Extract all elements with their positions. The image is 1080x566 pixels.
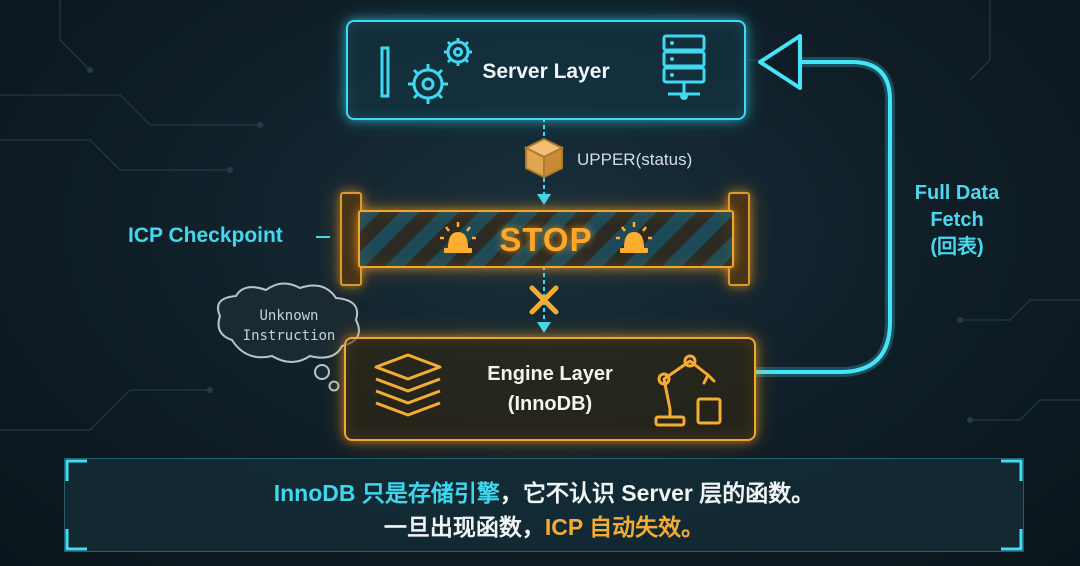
- engine-label-line-1: Engine Layer: [446, 359, 654, 389]
- robot-arm-icon: [650, 343, 730, 433]
- stop-barrier: STOP: [358, 210, 734, 268]
- fetch-label-line-2: Fetch: [904, 207, 1010, 234]
- caption-panel: InnoDB 只是存储引擎，它不认识 Server 层的函数。 一旦出现函数，I…: [64, 458, 1024, 552]
- caption-line-1: InnoDB 只是存储引擎，它不认识 Server 层的函数。: [65, 476, 1023, 510]
- package-icon: [522, 136, 566, 180]
- caption-line-2: 一旦出现函数，ICP 自动失效。: [65, 510, 1023, 544]
- fetch-label-line-1: Full Data: [904, 180, 1010, 207]
- icp-checkpoint-label: ICP Checkpoint: [128, 224, 283, 248]
- alarm-light-icon: [614, 218, 654, 258]
- engine-layer-box: Engine Layer (InnoDB): [344, 337, 756, 441]
- server-rack-icon: [656, 30, 716, 110]
- caption-highlight-cyan: InnoDB 只是存储引擎: [274, 480, 500, 506]
- caption-plain-1: ，它不认识 Server 层的函数。: [500, 480, 814, 506]
- engine-label-line-2: (InnoDB): [446, 389, 654, 419]
- caption-text: InnoDB 只是存储引擎，它不认识 Server 层的函数。 一旦出现函数，I…: [65, 476, 1023, 544]
- full-data-fetch-label: Full Data Fetch (回表): [904, 180, 1010, 261]
- thought-line-2: Instruction: [219, 326, 359, 346]
- engine-layer-label: Engine Layer (InnoDB): [446, 359, 654, 419]
- layers-stack-icon: [368, 345, 448, 435]
- caption-plain-2: 一旦出现函数，: [384, 514, 545, 540]
- thought-cloud-text: Unknown Instruction: [219, 306, 359, 346]
- pushdown-function-label: UPPER(status): [577, 150, 692, 170]
- caption-highlight-orange: ICP 自动失效。: [545, 514, 704, 540]
- server-layer-box: Server Layer: [346, 20, 746, 120]
- stop-label: STOP: [360, 221, 732, 259]
- thought-line-1: Unknown: [219, 306, 359, 326]
- x-mark-icon: [526, 282, 562, 318]
- fetch-loop-arrow: [754, 36, 890, 372]
- fetch-label-line-3: (回表): [904, 234, 1010, 261]
